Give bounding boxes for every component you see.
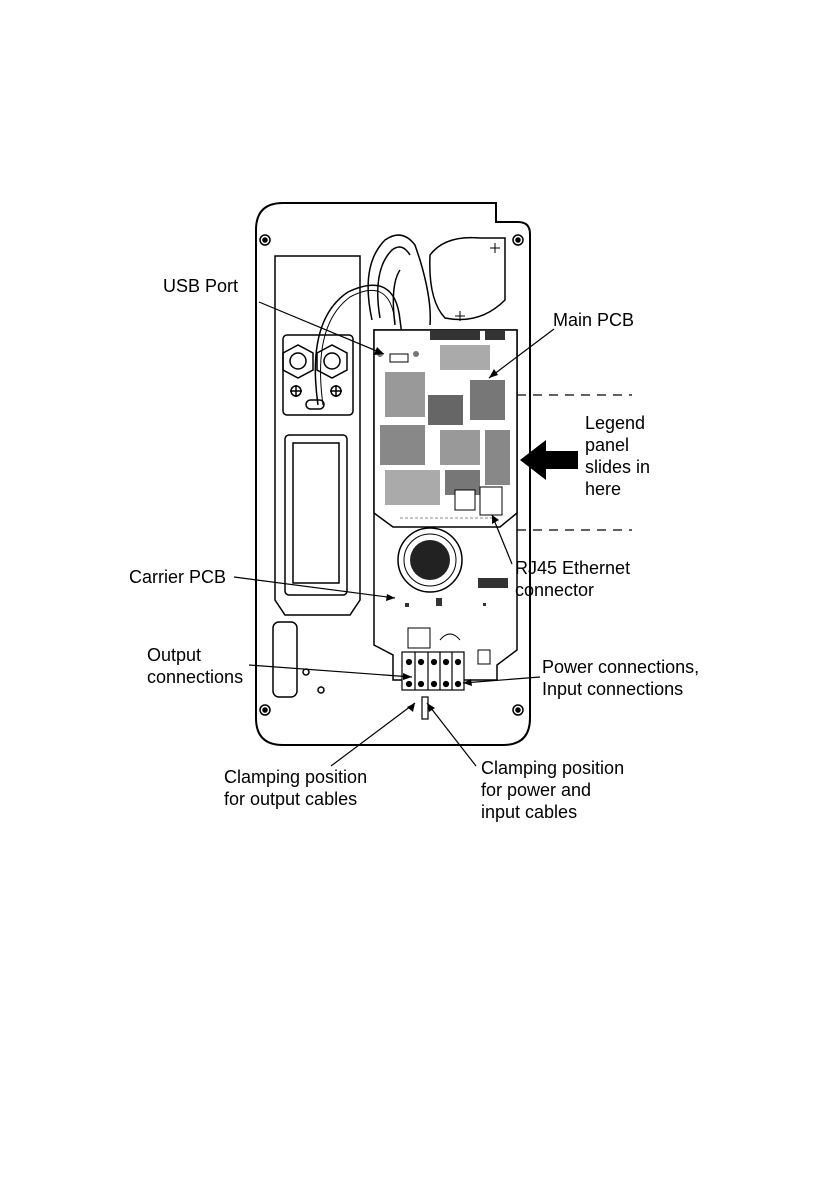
clamp-power-input-label: Clamping position for power and input ca… — [481, 757, 624, 823]
rj45-ethernet-label: RJ45 Ethernet connector — [515, 557, 630, 601]
usb-port-label: USB Port — [163, 275, 238, 297]
main-pcb-label: Main PCB — [553, 309, 634, 331]
carrier-pcb-label: Carrier PCB — [129, 566, 226, 588]
top-component — [430, 238, 505, 320]
legend-panel-label: Legend panel slides in here — [585, 412, 650, 500]
clamp-output-label: Clamping position for output cables — [224, 766, 367, 810]
power-input-connections-label: Power connections, Input connections — [542, 656, 699, 700]
output-connections-label: Output connections — [147, 644, 243, 688]
